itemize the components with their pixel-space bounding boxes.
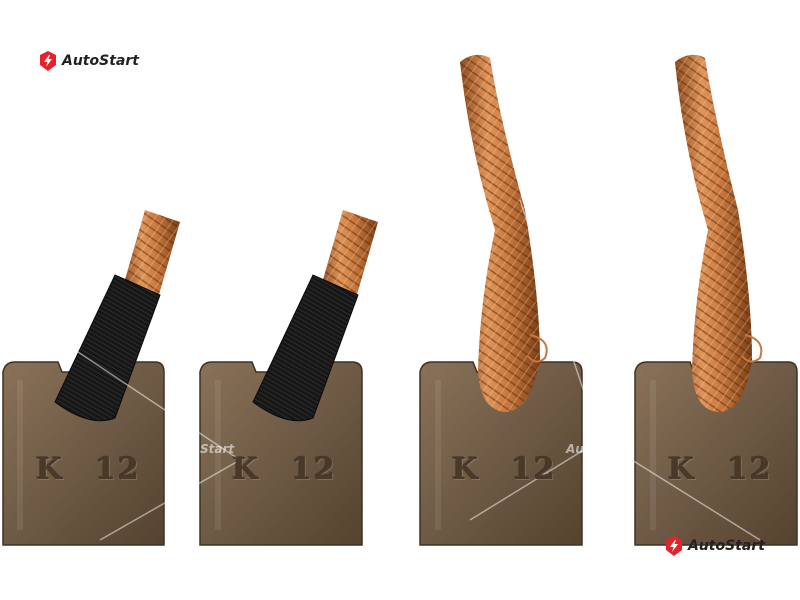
watermark-lines bbox=[59, 199, 761, 541]
black-insulated-sleeve bbox=[252, 274, 359, 422]
brush-3-marking: K 12 bbox=[452, 452, 557, 487]
watermark-text: Start bbox=[200, 442, 235, 456]
brand-logo-top: AutoStart bbox=[38, 51, 139, 71]
brand-name: AutoStart bbox=[62, 53, 139, 69]
autostart-logo-icon bbox=[38, 51, 58, 71]
carbon-brush-4 bbox=[634, 54, 798, 546]
black-insulated-sleeve bbox=[54, 274, 161, 422]
brush-1-marking: K 12 bbox=[36, 452, 141, 487]
carbon-brush-1 bbox=[2, 210, 180, 546]
braided-copper-lead-tip bbox=[122, 210, 180, 298]
braided-copper-lead-tip bbox=[320, 210, 378, 298]
watermark-text-2: Au bbox=[566, 442, 584, 456]
autostart-logo-icon bbox=[664, 536, 684, 556]
carbon-brush-3 bbox=[419, 54, 583, 546]
carbon-brush-2 bbox=[199, 210, 378, 546]
brush-4-marking: K 12 bbox=[668, 452, 773, 487]
braided-copper-lead bbox=[675, 54, 763, 413]
brand-name: AutoStart bbox=[688, 538, 765, 554]
brush-2-marking: K 12 bbox=[232, 452, 337, 487]
braided-copper-lead bbox=[460, 54, 548, 413]
brand-logo-bottom: AutoStart bbox=[664, 536, 765, 556]
